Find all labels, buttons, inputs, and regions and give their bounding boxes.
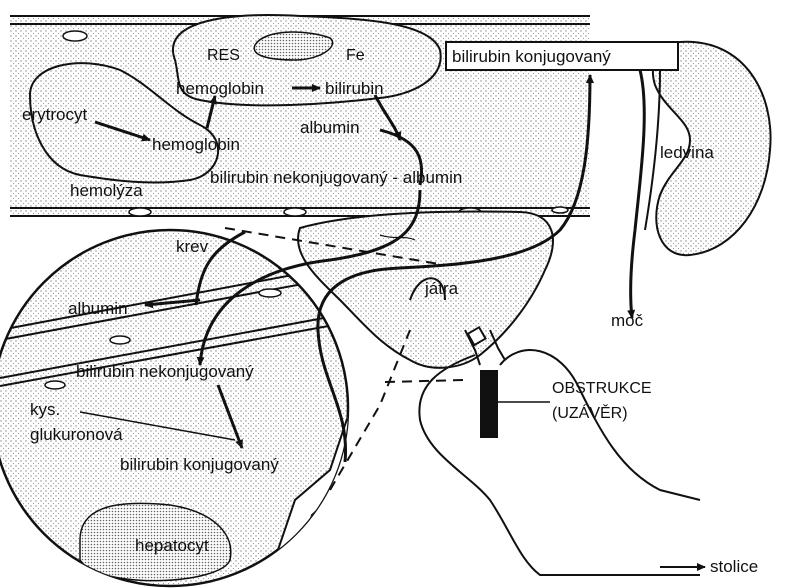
label-hemoglobin-mid: hemoglobin (152, 135, 240, 154)
label-jatra: játra (424, 279, 459, 298)
label-uzaver: (UZÁVĚR) (552, 403, 628, 422)
label-res: RES (207, 47, 240, 64)
label-hemoglobin-top: hemoglobin (176, 79, 264, 98)
label-albumin-left: albumin (68, 299, 128, 318)
label-ledvina: ledvina (660, 143, 714, 162)
label-hemolyza: hemolýza (70, 181, 143, 200)
label-obstrukce: OBSTRUKCE (552, 380, 652, 397)
arrow-icon (631, 70, 645, 318)
label-erytrocyt: erytrocyt (22, 105, 87, 124)
label-glukuronova: glukuronová (30, 425, 123, 444)
label-hepatocyt: hepatocyt (135, 536, 209, 555)
label-bilirubin-top: bilirubin (325, 79, 384, 98)
label-bilirubin-konjugovany-box: bilirubin konjugovaný (452, 47, 611, 66)
label-bilirubin-nekonjugovany-albumin: bilirubin nekonjugovaný - albumin (210, 168, 462, 187)
label-stolice: stolice (710, 557, 758, 576)
label-bilirubin-nekonjugovany: bilirubin nekonjugovaný (76, 362, 254, 381)
label-kys: kys. (30, 400, 60, 419)
label-krev: krev (176, 237, 209, 256)
obstruction-block (480, 370, 498, 438)
label-moc: moč (611, 311, 644, 330)
label-albumin-top: albumin (300, 118, 360, 137)
label-fe: Fe (346, 47, 365, 64)
label-bilirubin-konjugovany-low: bilirubin konjugovaný (120, 455, 279, 474)
